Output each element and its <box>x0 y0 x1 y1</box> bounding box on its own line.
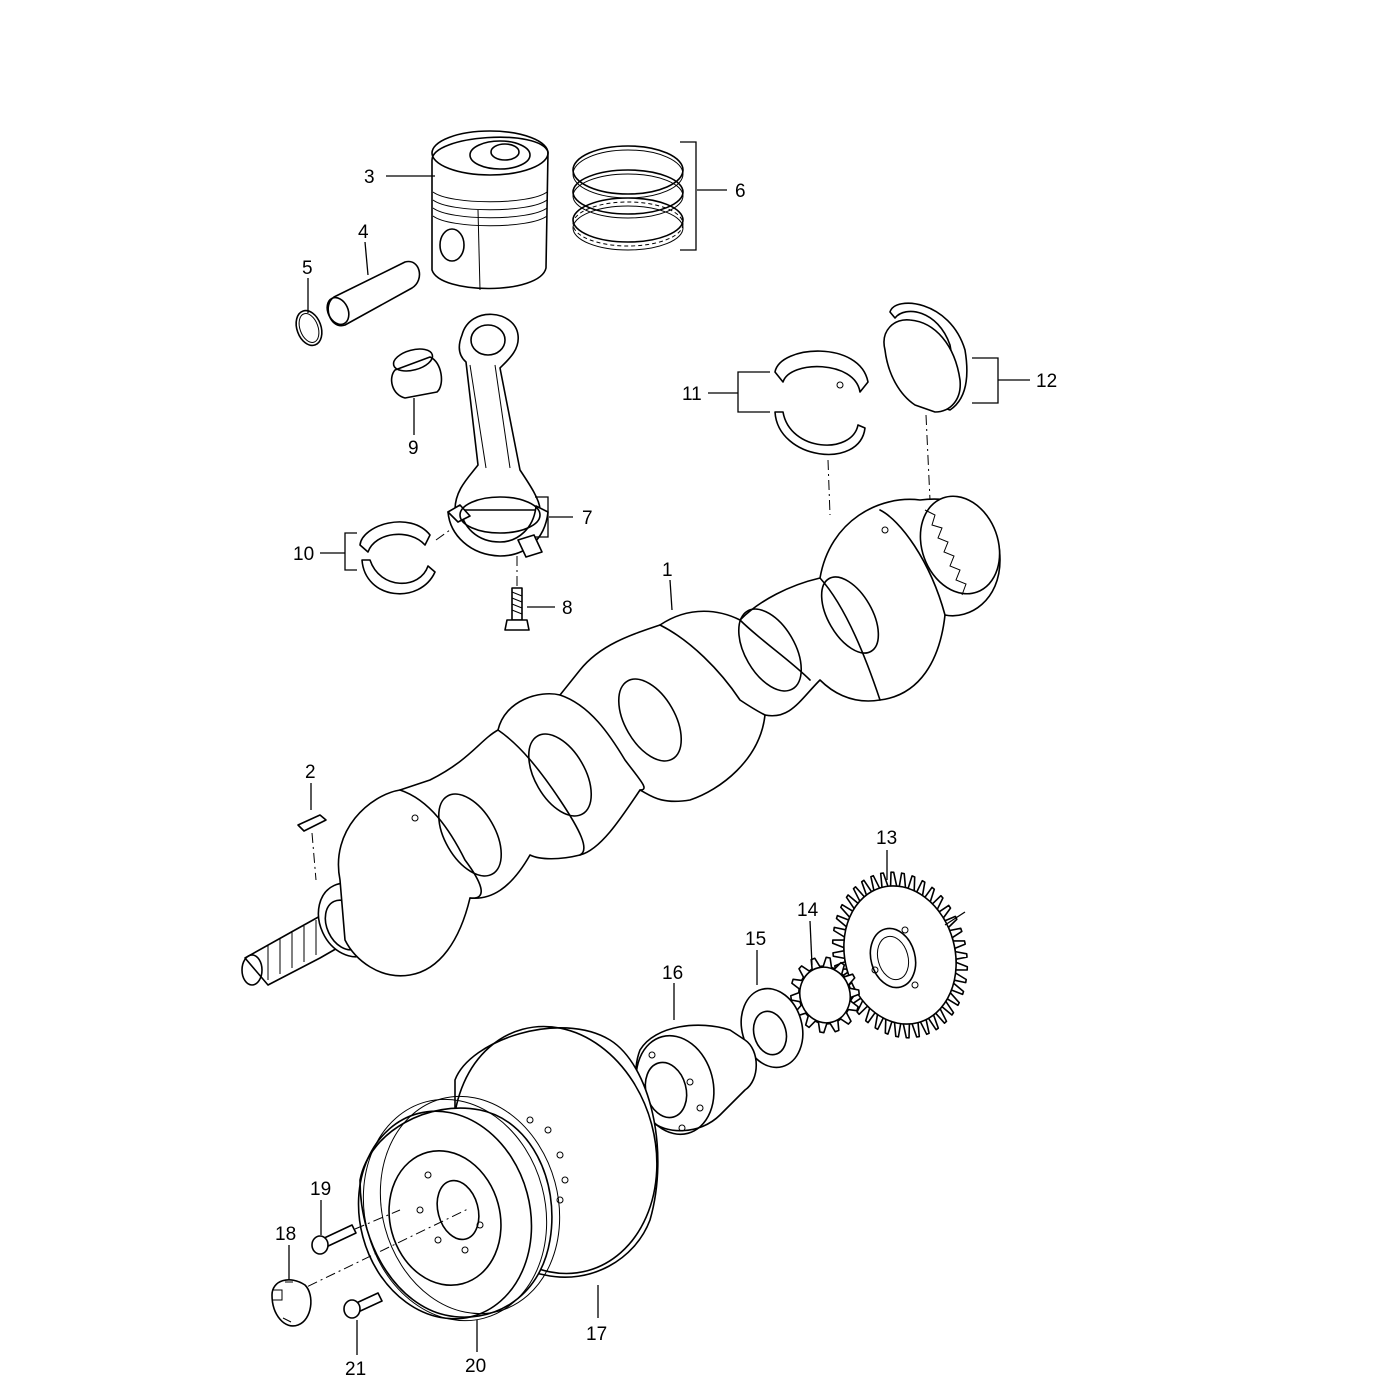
callout-9: 9 <box>408 438 419 459</box>
callout-12: 12 <box>1036 371 1057 392</box>
big-end-bearing-shells <box>344 521 451 595</box>
spacer-washer <box>740 987 804 1069</box>
piston-pin <box>326 260 421 327</box>
circlip <box>295 309 323 347</box>
callout-6: 6 <box>735 181 746 202</box>
callout-8: 8 <box>562 598 573 619</box>
callout-13: 13 <box>876 828 897 849</box>
callout-11: 11 <box>682 384 702 405</box>
callout-19: 19 <box>310 1179 331 1200</box>
callout-5: 5 <box>302 258 313 279</box>
bolt-lower <box>343 1292 383 1319</box>
castle-nut <box>271 1279 312 1327</box>
callout-numbers: 1 2 3 4 5 6 7 8 9 10 11 12 13 14 15 16 1… <box>275 167 1057 1380</box>
callout-17: 17 <box>586 1324 607 1345</box>
callout-14: 14 <box>797 900 819 921</box>
piston <box>431 130 549 291</box>
callout-2: 2 <box>305 762 316 783</box>
callout-3: 3 <box>364 167 375 188</box>
crankshaft <box>241 495 1001 986</box>
piston-rings <box>572 141 697 251</box>
bolt-upper <box>311 1209 401 1255</box>
callout-15: 15 <box>745 929 766 950</box>
callout-18: 18 <box>275 1224 296 1245</box>
crank-gear-large <box>831 871 969 1039</box>
crank-pulley <box>289 1095 561 1322</box>
connecting-rod <box>447 313 549 558</box>
callout-7: 7 <box>582 508 593 529</box>
woodruff-key <box>297 814 327 881</box>
crank-gear-small <box>790 956 860 1034</box>
callout-1: 1 <box>662 560 673 581</box>
callout-16: 16 <box>662 963 683 984</box>
callout-21: 21 <box>345 1359 366 1380</box>
callout-20: 20 <box>465 1356 486 1377</box>
leader-lines <box>288 175 1030 1355</box>
thrust-washers <box>883 302 999 501</box>
main-bearing-shells <box>737 350 869 516</box>
con-rod-bolt <box>504 556 530 631</box>
small-end-bushing <box>390 348 443 399</box>
callout-10: 10 <box>293 544 314 565</box>
callout-4: 4 <box>358 222 369 243</box>
